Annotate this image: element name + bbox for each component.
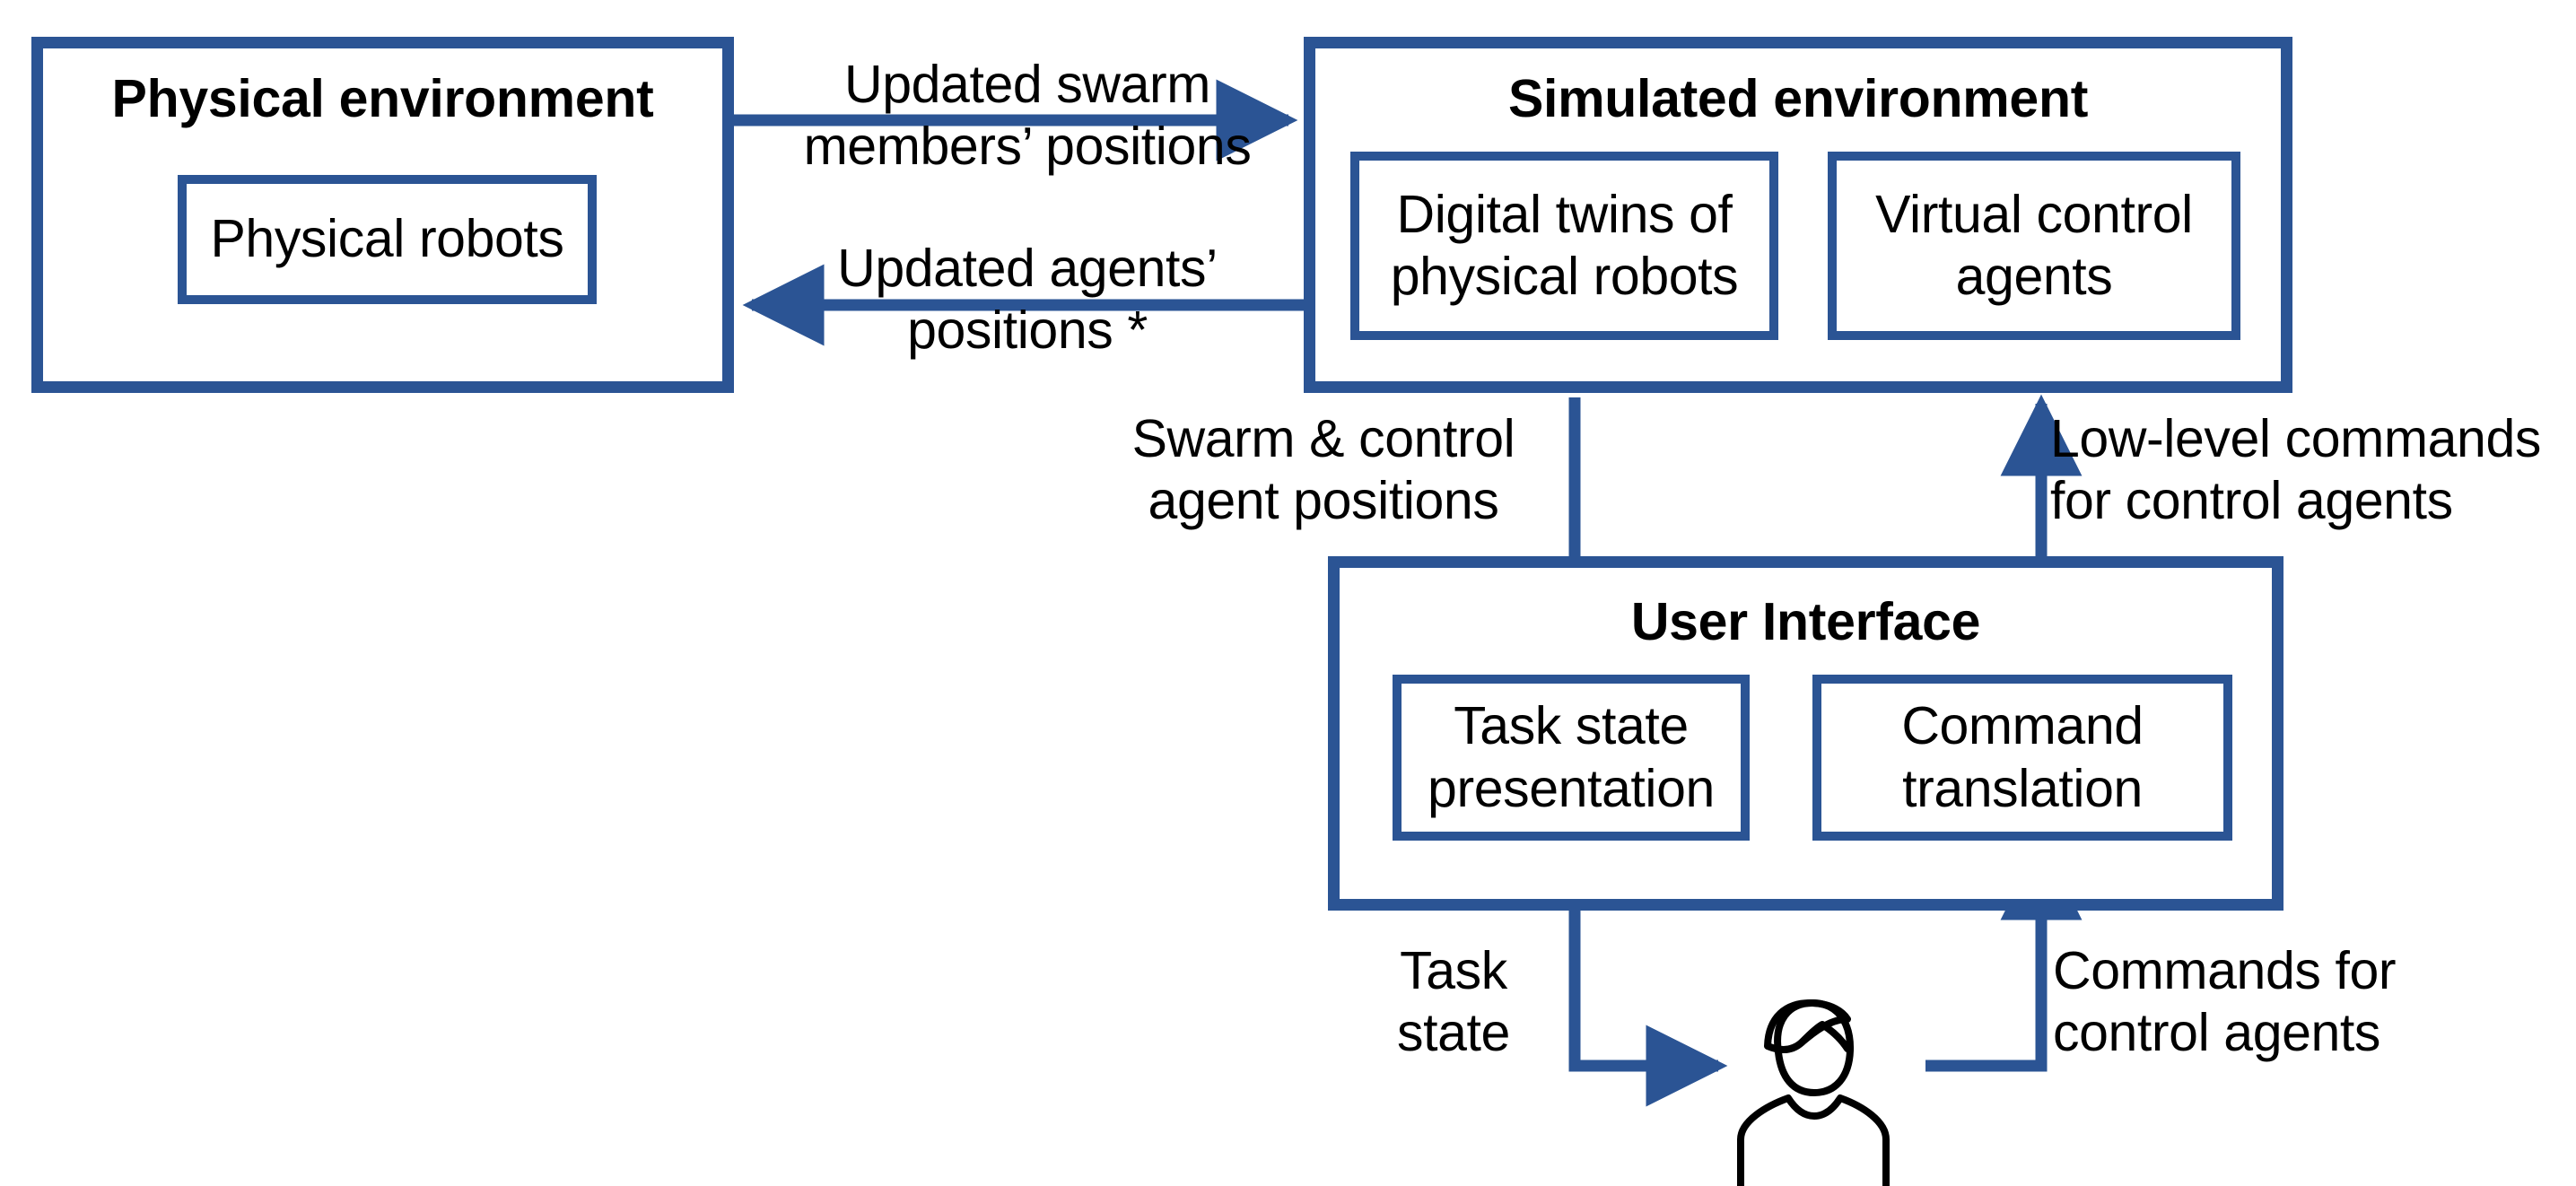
block-virtual-control-agents <box>1828 152 2240 340</box>
block-task-state-presentation <box>1393 675 1750 841</box>
physical-environment-title: Physical environment <box>111 69 654 128</box>
block-physical-robots <box>178 175 597 304</box>
simulated-environment-title: Simulated environment <box>1507 69 2089 128</box>
user-interface-title: User Interface <box>1630 592 1981 651</box>
virtual-control-agents-label: Virtual control agents <box>1875 184 2193 306</box>
block-digital-twins <box>1350 152 1778 340</box>
edge-label-low-level-commands: Low-level commands for control agents <box>2050 409 2541 531</box>
command-translation-label: Command translation <box>1901 696 2144 818</box>
edge-label-swarm-control-agent-positions: Swarm & control agent positions <box>1131 409 1515 531</box>
edge-label-updated-swarm-positions: Updated swarm members’ positions <box>803 55 1252 177</box>
block-physical-environment: Physical environment <box>31 37 734 393</box>
human-operator-icon <box>1737 999 1890 1186</box>
physical-robots-label: Physical robots <box>210 209 564 269</box>
task-state-presentation-label: Task state presentation <box>1428 696 1715 818</box>
block-command-translation <box>1812 675 2232 841</box>
digital-twins-label: Digital twins of physical robots <box>1390 184 1739 306</box>
edge-label-updated-agents-positions: Updated agents’ positions * <box>837 239 1218 361</box>
edge-label-commands-for-control-agents: Commands for control agents <box>2053 941 2397 1063</box>
edge-label-task-state: Task state <box>1397 941 1510 1063</box>
